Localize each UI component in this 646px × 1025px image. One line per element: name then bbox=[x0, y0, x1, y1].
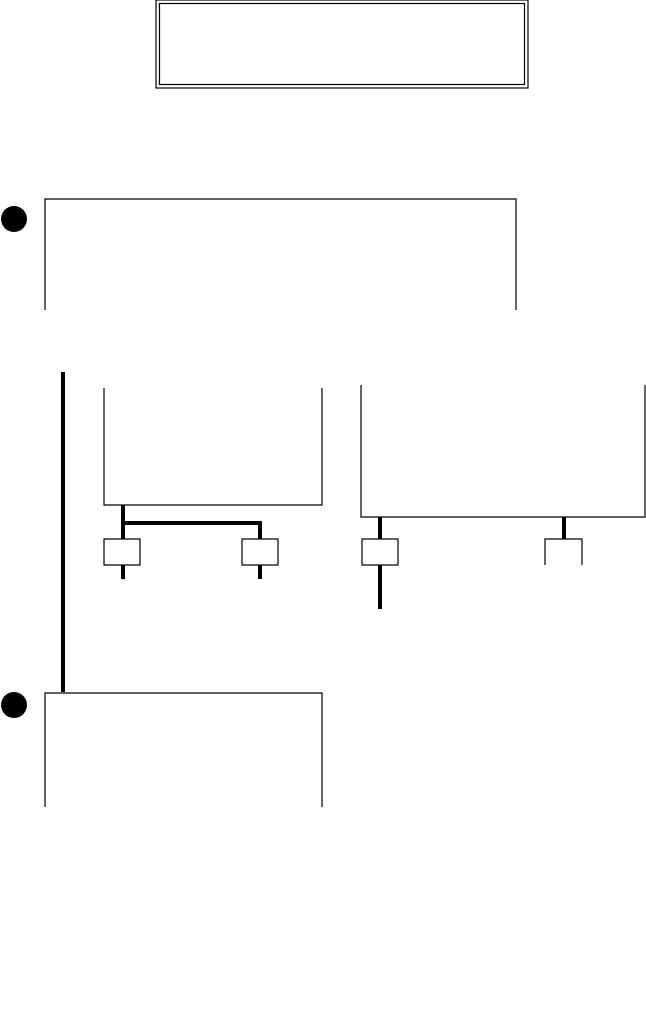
branch-left-output-2 bbox=[241, 538, 279, 579]
title-box-inner-border bbox=[158, 2, 526, 86]
step-1-box bbox=[44, 198, 517, 310]
branch-left-box bbox=[103, 388, 323, 506]
branch-left-output-1-node bbox=[103, 538, 141, 566]
branch-left-output-2-node bbox=[241, 538, 279, 566]
step-1-box-outline bbox=[44, 198, 517, 310]
branch-left-box-outline bbox=[103, 388, 323, 506]
step-2-marker-icon bbox=[1, 692, 27, 718]
title-box-outer-border bbox=[155, 0, 529, 89]
title-box bbox=[155, 0, 529, 89]
branch-right-box bbox=[360, 385, 646, 518]
branch-right-output-1 bbox=[361, 517, 399, 609]
branch-right-output-2-node bbox=[544, 538, 583, 565]
branch-left-connectors bbox=[121, 505, 262, 539]
step-2-box-outline bbox=[44, 692, 323, 807]
branch-right-output-2 bbox=[544, 517, 583, 565]
step-1-marker-icon bbox=[1, 206, 27, 232]
branch-right-output-1-node bbox=[361, 538, 399, 566]
branch-left-output-1 bbox=[103, 538, 141, 579]
step-2-box bbox=[44, 692, 323, 807]
branch-right-box-outline bbox=[360, 385, 646, 518]
